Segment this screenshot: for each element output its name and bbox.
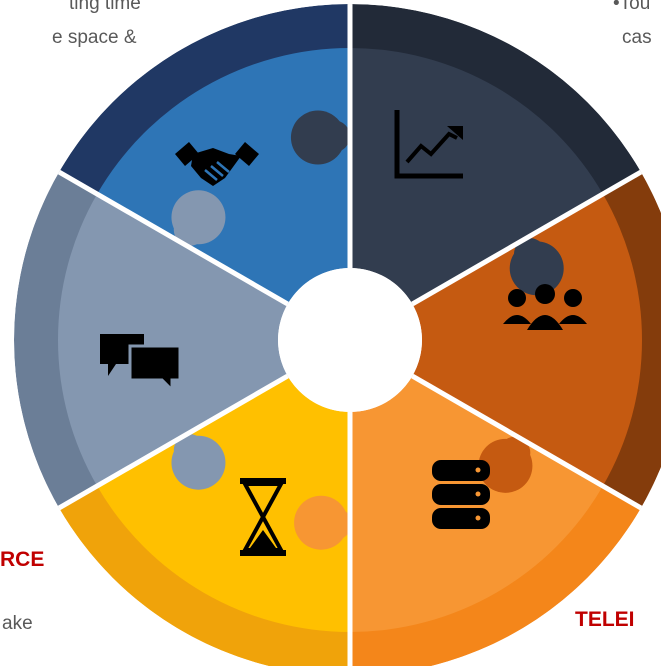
puzzle-tab-knob xyxy=(509,241,564,296)
top-left-text-line1: ting time xyxy=(69,0,141,14)
segment-top-right xyxy=(350,48,603,304)
puzzle-tab-knob xyxy=(290,110,345,165)
top-left-text-line2: e space & xyxy=(52,27,137,48)
bottom-left-body-text: ake xyxy=(2,613,33,634)
bottom-left-heading: RCE xyxy=(0,548,45,571)
segment-rim-right xyxy=(601,172,661,508)
segment-divider xyxy=(411,373,644,512)
people-group-icon xyxy=(503,284,587,330)
segment-rim-left xyxy=(14,172,99,508)
database-icon xyxy=(432,460,490,529)
segment-left xyxy=(57,194,288,486)
center-circle xyxy=(278,268,422,412)
puzzle-tab-knob xyxy=(478,438,533,493)
chat-bubbles-icon xyxy=(100,334,182,394)
segment-divider xyxy=(56,168,289,307)
hourglass-icon xyxy=(240,478,286,556)
puzzle-tab-knob xyxy=(171,190,226,245)
bottom-right-heading: TELEI xyxy=(575,608,635,631)
segment-divider xyxy=(411,168,644,307)
line-chart-icon xyxy=(394,110,463,179)
top-right-text-line2: cas xyxy=(622,27,652,48)
top-right-text-line1: •Tou xyxy=(613,0,651,14)
puzzle-tab-knob xyxy=(171,435,226,490)
puzzle-tab-knob xyxy=(294,495,349,550)
segment-divider xyxy=(56,373,289,512)
segment-bottom-left xyxy=(97,376,351,632)
handshake-icon xyxy=(175,142,259,186)
segment-right xyxy=(412,194,642,486)
